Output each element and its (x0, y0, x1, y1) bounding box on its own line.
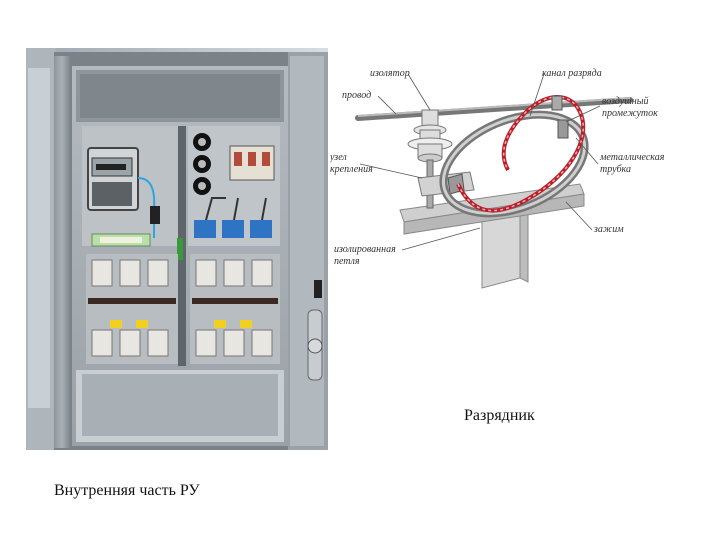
label-air-gap-line2: промежуток (602, 108, 658, 119)
switchgear-caption: Внутренняя часть РУ (54, 482, 200, 499)
label-wire: провод (342, 90, 371, 101)
label-mount-line2: крепления (330, 164, 373, 175)
label-air-gap-line1: воздушный (602, 96, 649, 107)
arrester-diagram: изолятор провод узел крепления канал раз… (329, 60, 720, 290)
arrester-drawing: изолятор провод узел крепления канал раз… (329, 68, 665, 289)
label-insulated-loop-line1: изолированная (334, 244, 396, 255)
label-metal-tube-line2: трубка (600, 164, 631, 175)
label-insulator: изолятор (370, 68, 410, 79)
label-discharge-channel: канал разряда (542, 68, 602, 79)
switchgear-photo (26, 48, 328, 450)
label-insulated-loop-line2: петля (334, 256, 360, 267)
switchgear-cabinet-illustration (26, 48, 328, 450)
arrester-caption: Разрядник (464, 407, 535, 424)
label-mount-line1: узел (330, 152, 347, 163)
label-metal-tube-line1: металлическая (599, 152, 665, 163)
label-clamp: зажим (593, 224, 624, 235)
